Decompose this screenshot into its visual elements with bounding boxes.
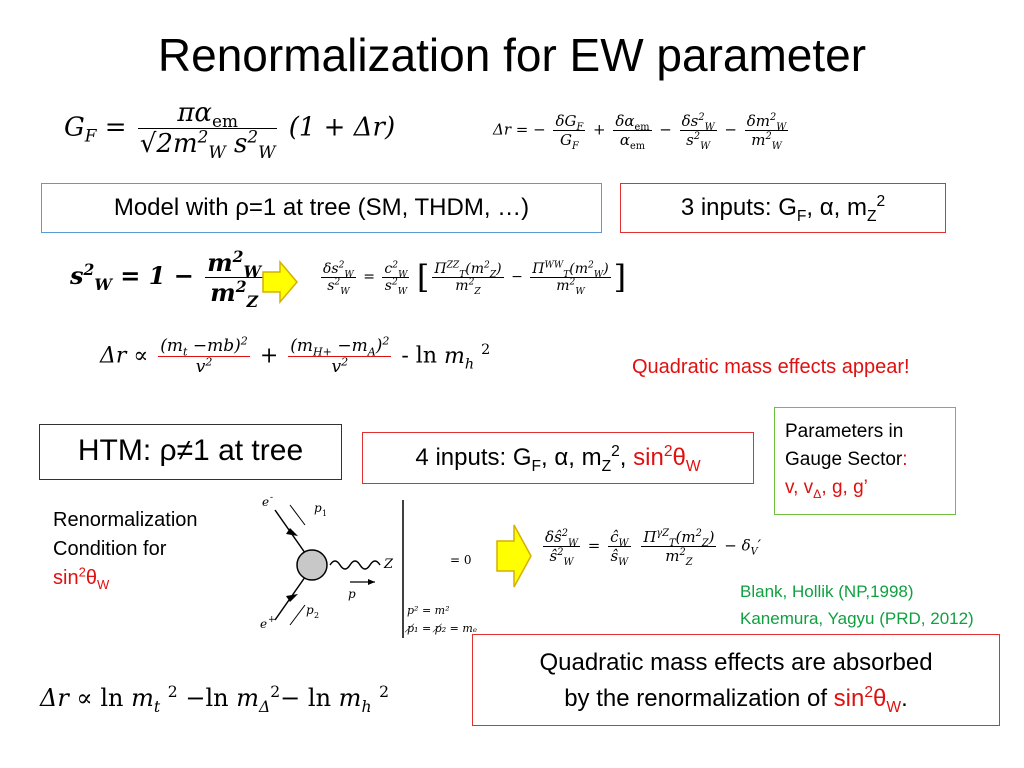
htm-text: HTM: ρ≠1 at tree xyxy=(77,434,304,467)
z-label: Z xyxy=(383,557,394,572)
e-plus-label: e xyxy=(260,617,267,631)
condition-2: p̸₁ = p̸₂ = mₑ xyxy=(404,622,477,635)
momentum-arrow-icon xyxy=(368,579,375,585)
e-minus-label: e xyxy=(262,495,269,509)
arrow-in-icon xyxy=(286,528,298,536)
delta-r-log-formula: Δr ∝ ln mt 2 −ln mΔ2− ln mh 2 xyxy=(40,683,390,716)
feynman-diagram: e - e + p 1 p 2 p Z = 0 p² = m² p̸₁ = p̸… xyxy=(260,493,477,638)
model-box-text: Model with ρ=1 at tree (SM, THDM, …) xyxy=(113,194,530,221)
equals-zero: = 0 xyxy=(450,553,472,567)
params-line1: Parameters in xyxy=(785,421,904,442)
reference-2: Kanemura, Yagyu (PRD, 2012) xyxy=(740,609,974,628)
inputs4-text: 4 inputs: GF, α, mZ2, sin2θW xyxy=(415,443,701,475)
arrow-out-icon xyxy=(286,594,298,602)
inputs3-text: 3 inputs: GF, α, mZ2 xyxy=(680,193,886,225)
p2-label: p xyxy=(306,603,314,617)
inputs3-box: 3 inputs: GF, α, mZ2 xyxy=(620,183,946,233)
renorm-condition: Renormalization Condition for sin2θW xyxy=(53,506,198,593)
reference-1: Blank, Hollik (NP,1998) xyxy=(740,582,914,601)
p1-label: p xyxy=(314,501,322,515)
z-boson-line xyxy=(329,560,381,570)
params-box: Parameters in Gauge Sector: v, vΔ, g, g’ xyxy=(774,407,956,515)
slide-title: Renormalization for EW parameter xyxy=(157,29,867,81)
right-arrow-icon xyxy=(496,524,532,588)
p-label: p xyxy=(348,587,356,601)
inputs4-box: 4 inputs: GF, α, mZ2, sin2θW xyxy=(362,432,754,484)
svg-text:-: - xyxy=(270,493,273,503)
absorbed-box: Quadratic mass effects are absorbed by t… xyxy=(472,634,1000,726)
quadratic-note: Quadratic mass effects appear! xyxy=(632,356,910,378)
references: Blank, Hollik (NP,1998) Kanemura, Yagyu … xyxy=(740,578,974,632)
vertex-blob xyxy=(296,549,328,581)
condition-1: p² = m² xyxy=(407,604,450,617)
params-line2: Gauge Sector: xyxy=(785,449,908,470)
renorm-line1: Renormalization xyxy=(53,509,198,531)
svg-text:+: + xyxy=(268,615,276,625)
model-box: Model with ρ=1 at tree (SM, THDM, …) xyxy=(41,183,602,233)
gf-formula: GF = παem√2m2W s2W (1 + Δr) xyxy=(64,98,396,163)
svg-text:2: 2 xyxy=(314,611,319,620)
right-arrow-icon xyxy=(262,260,298,304)
svg-text:1: 1 xyxy=(322,509,327,518)
params-line3: v, vΔ, g, g’ xyxy=(785,477,868,501)
renorm-line3: sin2θW xyxy=(53,564,110,592)
absorbed-line1: Quadratic mass effects are absorbed xyxy=(539,649,933,676)
absorbed-line2: by the renormalization of sin2θW. xyxy=(564,684,908,716)
htm-box: HTM: ρ≠1 at tree xyxy=(39,424,342,480)
renorm-line2: Condition for xyxy=(53,538,167,560)
